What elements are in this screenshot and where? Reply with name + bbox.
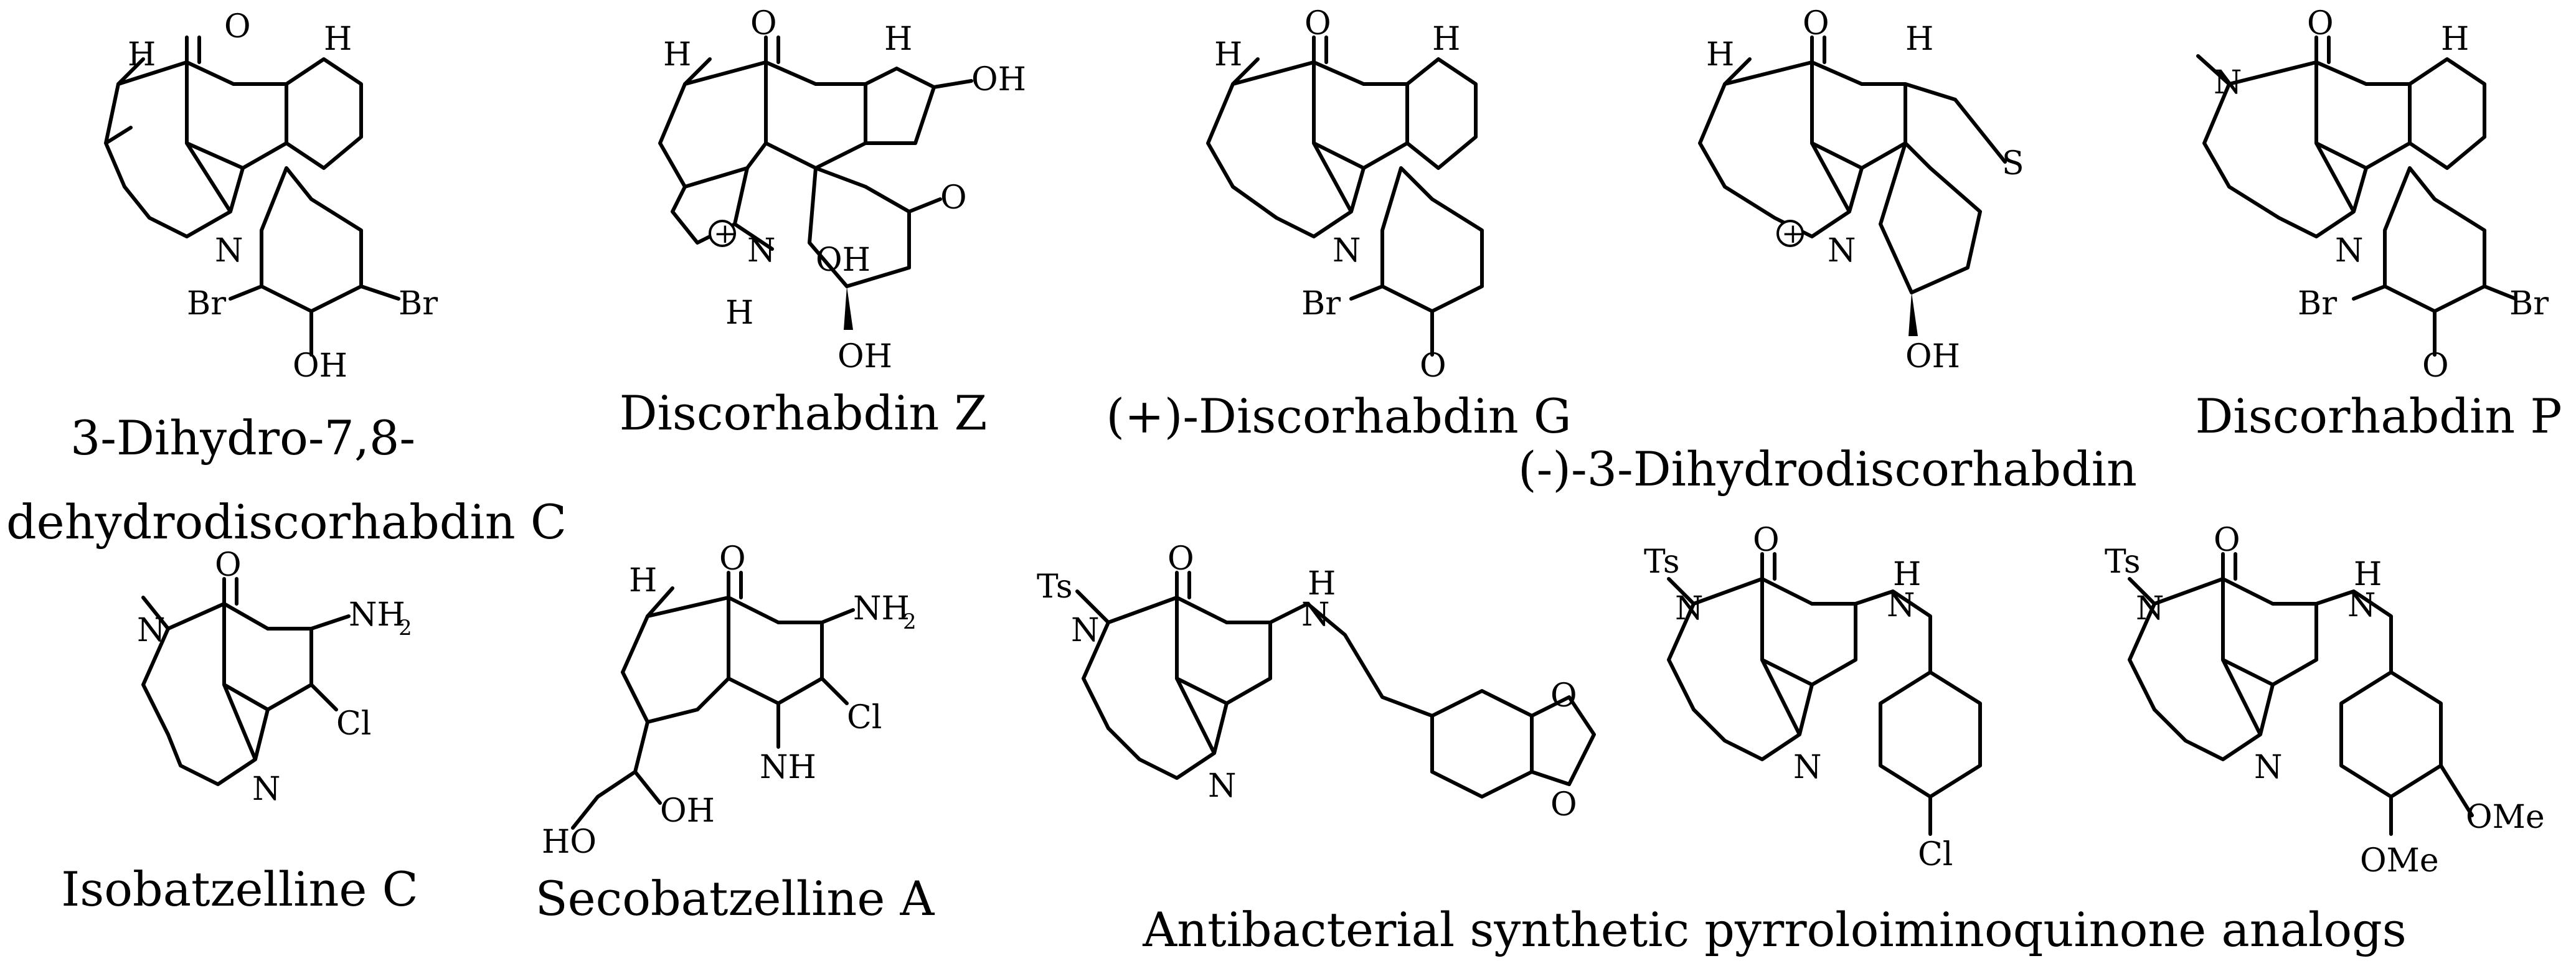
atom-oh: OH (293, 347, 347, 385)
atom-oh: OH (660, 792, 715, 830)
atom-h: H (1432, 21, 1460, 58)
atom-cl: Cl (847, 699, 882, 736)
structure-discorhabdin-z: O H H OH O N + OH H OH (658, 5, 1026, 375)
atom-n: N (1793, 749, 1822, 786)
structure-discorhabdin-g: O H H N Br O (1206, 5, 1484, 385)
atom-cl: Cl (1918, 836, 1953, 873)
atom-ts: Ts (2105, 543, 2141, 581)
atom-o: O (1305, 5, 1331, 42)
structure-secobatzelline-a: O H NH 2 Cl NH OH HO (542, 540, 917, 861)
atom-o: O (940, 179, 967, 217)
atom-nh: H (1706, 36, 1734, 73)
atom-n: N (1333, 232, 1361, 270)
atom-o: O (215, 546, 242, 584)
atom-cl: Cl (336, 705, 371, 743)
atom-n: N (1071, 612, 1100, 649)
caption-compound-1-line-1: 3-Dihydro-7,8- (70, 410, 415, 466)
charge-plus (1776, 220, 1804, 247)
structure-analog-1: O Ts N H N N O O (1037, 540, 1596, 823)
atom-n: N (1301, 596, 1330, 634)
atom-nh2: NH (349, 596, 405, 634)
atom-oh: OH (837, 338, 892, 375)
atom-n: N (1828, 232, 1856, 270)
atom-n: N (2347, 587, 2376, 624)
atom-br-left: Br (2298, 285, 2337, 322)
captions: 3-Dihydro-7,8- dehydrodiscorhabdin C Dis… (6, 385, 2562, 957)
atom-o: O (1420, 347, 1446, 385)
atom-h: H (1308, 565, 1336, 603)
atom-o: O (224, 8, 251, 45)
atom-nh: NH (760, 749, 816, 786)
atom-o: O (2307, 5, 2334, 42)
atom-n: N (137, 612, 166, 649)
atom-ome: OMe (2360, 842, 2439, 880)
atom-h: H (2441, 21, 2469, 58)
atom-ome: OMe (2466, 799, 2545, 836)
atom-n: N (2136, 590, 2164, 627)
atom-oh: OH (971, 61, 1026, 98)
atom-s: S (2002, 145, 2024, 182)
atom-sub2: 2 (399, 616, 412, 640)
atom-n: N (215, 232, 243, 270)
atom-nh: H (663, 36, 691, 73)
atom-n: N (2335, 232, 2364, 270)
atom-br-left: Br (187, 285, 226, 322)
atom-oh: OH (816, 242, 870, 279)
atom-o: O (719, 540, 746, 578)
atom-n: N (1208, 767, 1237, 805)
atom-oh: OH (1905, 338, 1960, 375)
atom-o: O (2422, 347, 2449, 385)
charge-plus-sign: + (1781, 218, 1805, 250)
caption-compound-6: Isobatzelline C (61, 861, 418, 917)
caption-compound-5: Discorhabdin P (2196, 388, 2562, 444)
atom-br-right: Br (399, 285, 438, 322)
atom-o: O (1168, 540, 1194, 578)
caption-compound-7: Secobatzelline A (535, 871, 935, 926)
atom-h: H (1893, 556, 1921, 593)
atom-nh: H (629, 562, 657, 599)
charge-plus-sign: + (714, 218, 737, 250)
caption-compound-1-line-2: dehydrodiscorhabdin C (6, 494, 567, 550)
structure-analog-2: O Ts N H N N Cl (1644, 522, 1982, 873)
atom-h: H (324, 21, 352, 58)
atom-o: O (750, 5, 777, 42)
atom-nh: H (128, 36, 156, 73)
atom-h: H (725, 294, 753, 332)
atom-sub2: 2 (903, 609, 917, 634)
atom-n: N (2254, 749, 2283, 786)
atom-n: N (252, 771, 281, 808)
atom-nh: H (1214, 36, 1242, 73)
caption-compound-3: (+)-Discorhabdin G (1106, 388, 1571, 444)
structure-3-dihydrodiscorhabdin: O H H S N + OH (1698, 5, 2024, 375)
structure-3-dihydro-7-8-dehydrodiscorhabdin-c: O H H N Br Br OH (104, 8, 438, 385)
caption-compound-2: Discorhabdin Z (620, 385, 988, 441)
atom-h: H (1905, 21, 1933, 58)
atom-br: Br (1301, 285, 1341, 322)
atom-h: H (2354, 556, 2382, 593)
structure-isobatzelline-c: O N NH 2 Cl N (137, 546, 412, 808)
atom-o: O (1753, 522, 1780, 559)
atom-o: O (1550, 677, 1577, 715)
atom-ts: Ts (1644, 543, 1680, 581)
atom-n: N (2214, 64, 2242, 101)
caption-compound-4: (-)-3-Dihydrodiscorhabdin (1518, 441, 2137, 497)
atom-n: N (747, 232, 776, 270)
caption-compound-8: Antibacterial synthetic pyrroloiminoquin… (1142, 902, 2406, 957)
atom-n: N (1887, 587, 1915, 624)
atom-br-right: Br (2509, 285, 2549, 322)
atom-h: H (884, 21, 912, 58)
atom-o: O (1803, 5, 1829, 42)
structure-discorhabdin-p: O N H N Br Br O (2196, 5, 2549, 385)
structure-analog-3: O Ts N H N N OMe OMe (2105, 522, 2545, 880)
atom-ho: HO (542, 823, 597, 861)
charge-plus (709, 220, 736, 247)
atom-o: O (2214, 522, 2240, 559)
atom-nh2: NH (853, 590, 910, 627)
atom-ts: Ts (1037, 568, 1073, 606)
atom-n: N (1675, 590, 1704, 627)
atom-o: O (1550, 786, 1577, 823)
